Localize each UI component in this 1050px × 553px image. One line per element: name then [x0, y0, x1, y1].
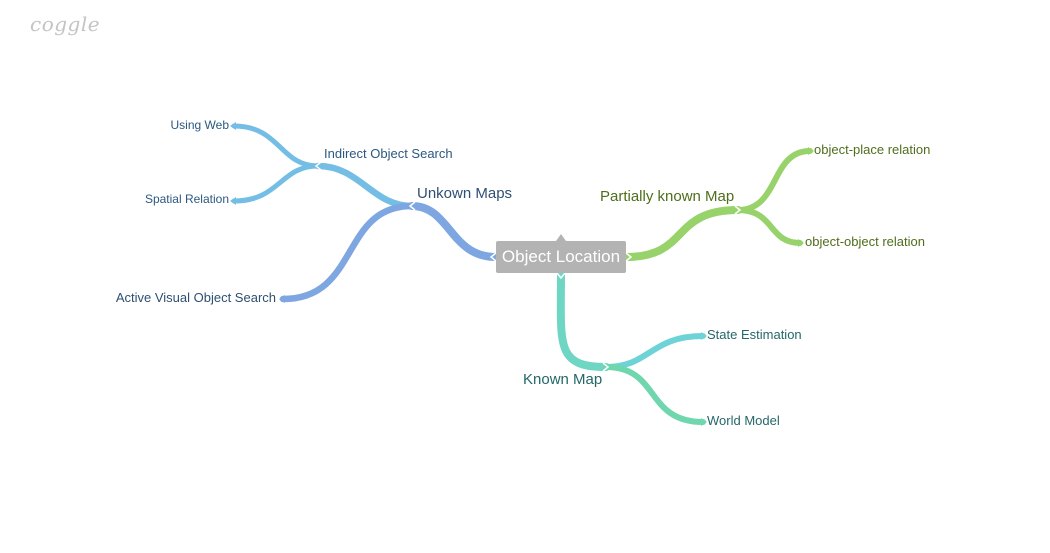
node-object-object-relation[interactable]: object-object relation	[805, 234, 925, 249]
node-active-visual-object-search[interactable]: Active Visual Object Search	[115, 290, 276, 305]
object-place-tip	[808, 147, 814, 155]
object-object-tip	[798, 239, 804, 247]
branch-indirect-object-search	[314, 162, 416, 210]
node-using-web[interactable]: Using Web	[170, 118, 229, 132]
branch-unknown-maps	[408, 202, 500, 261]
root-top-nub[interactable]	[556, 234, 566, 241]
branch-world-model	[603, 364, 706, 425]
root-right-chevron[interactable]	[625, 252, 633, 262]
world-model-tip	[701, 418, 707, 426]
branch-spatial-relation	[231, 163, 321, 204]
node-partially-known-map[interactable]: Partially known Map	[600, 188, 735, 205]
node-known-map[interactable]: Known Map	[523, 371, 603, 388]
indirect-search-chevron[interactable]	[314, 161, 322, 171]
branch-partially-known-map	[622, 206, 742, 261]
branch-active-visual-object-search	[279, 202, 416, 303]
node-state-estimation[interactable]: State Estimation	[707, 327, 802, 342]
using-web-tip	[230, 122, 236, 130]
node-unknown-maps[interactable]: Unkown Maps	[417, 185, 513, 202]
spatial-relation-tip	[230, 197, 236, 205]
root-node-object-location[interactable]: Object Location	[496, 241, 626, 273]
node-world-model[interactable]: World Model	[707, 413, 780, 428]
branch-using-web	[231, 123, 321, 169]
root-bottom-chevron[interactable]	[556, 272, 566, 280]
unknown-maps-chevron[interactable]	[408, 201, 416, 211]
branch-object-place-relation	[735, 148, 813, 213]
coggle-logo[interactable]: coggle	[30, 12, 101, 36]
state-estimation-tip	[701, 332, 707, 340]
root-left-chevron[interactable]	[489, 252, 497, 262]
active-visual-tip	[279, 295, 285, 303]
node-spatial-relation[interactable]: Spatial Relation	[144, 192, 229, 206]
node-object-place-relation[interactable]: object-place relation	[814, 142, 931, 157]
branch-known-map	[556, 269, 610, 371]
node-indirect-object-search[interactable]: Indirect Object Search	[324, 146, 453, 161]
known-map-chevron[interactable]	[602, 362, 610, 372]
partially-known-chevron[interactable]	[734, 205, 742, 215]
branch-object-object-relation	[735, 207, 803, 246]
branch-state-estimation	[603, 333, 706, 370]
